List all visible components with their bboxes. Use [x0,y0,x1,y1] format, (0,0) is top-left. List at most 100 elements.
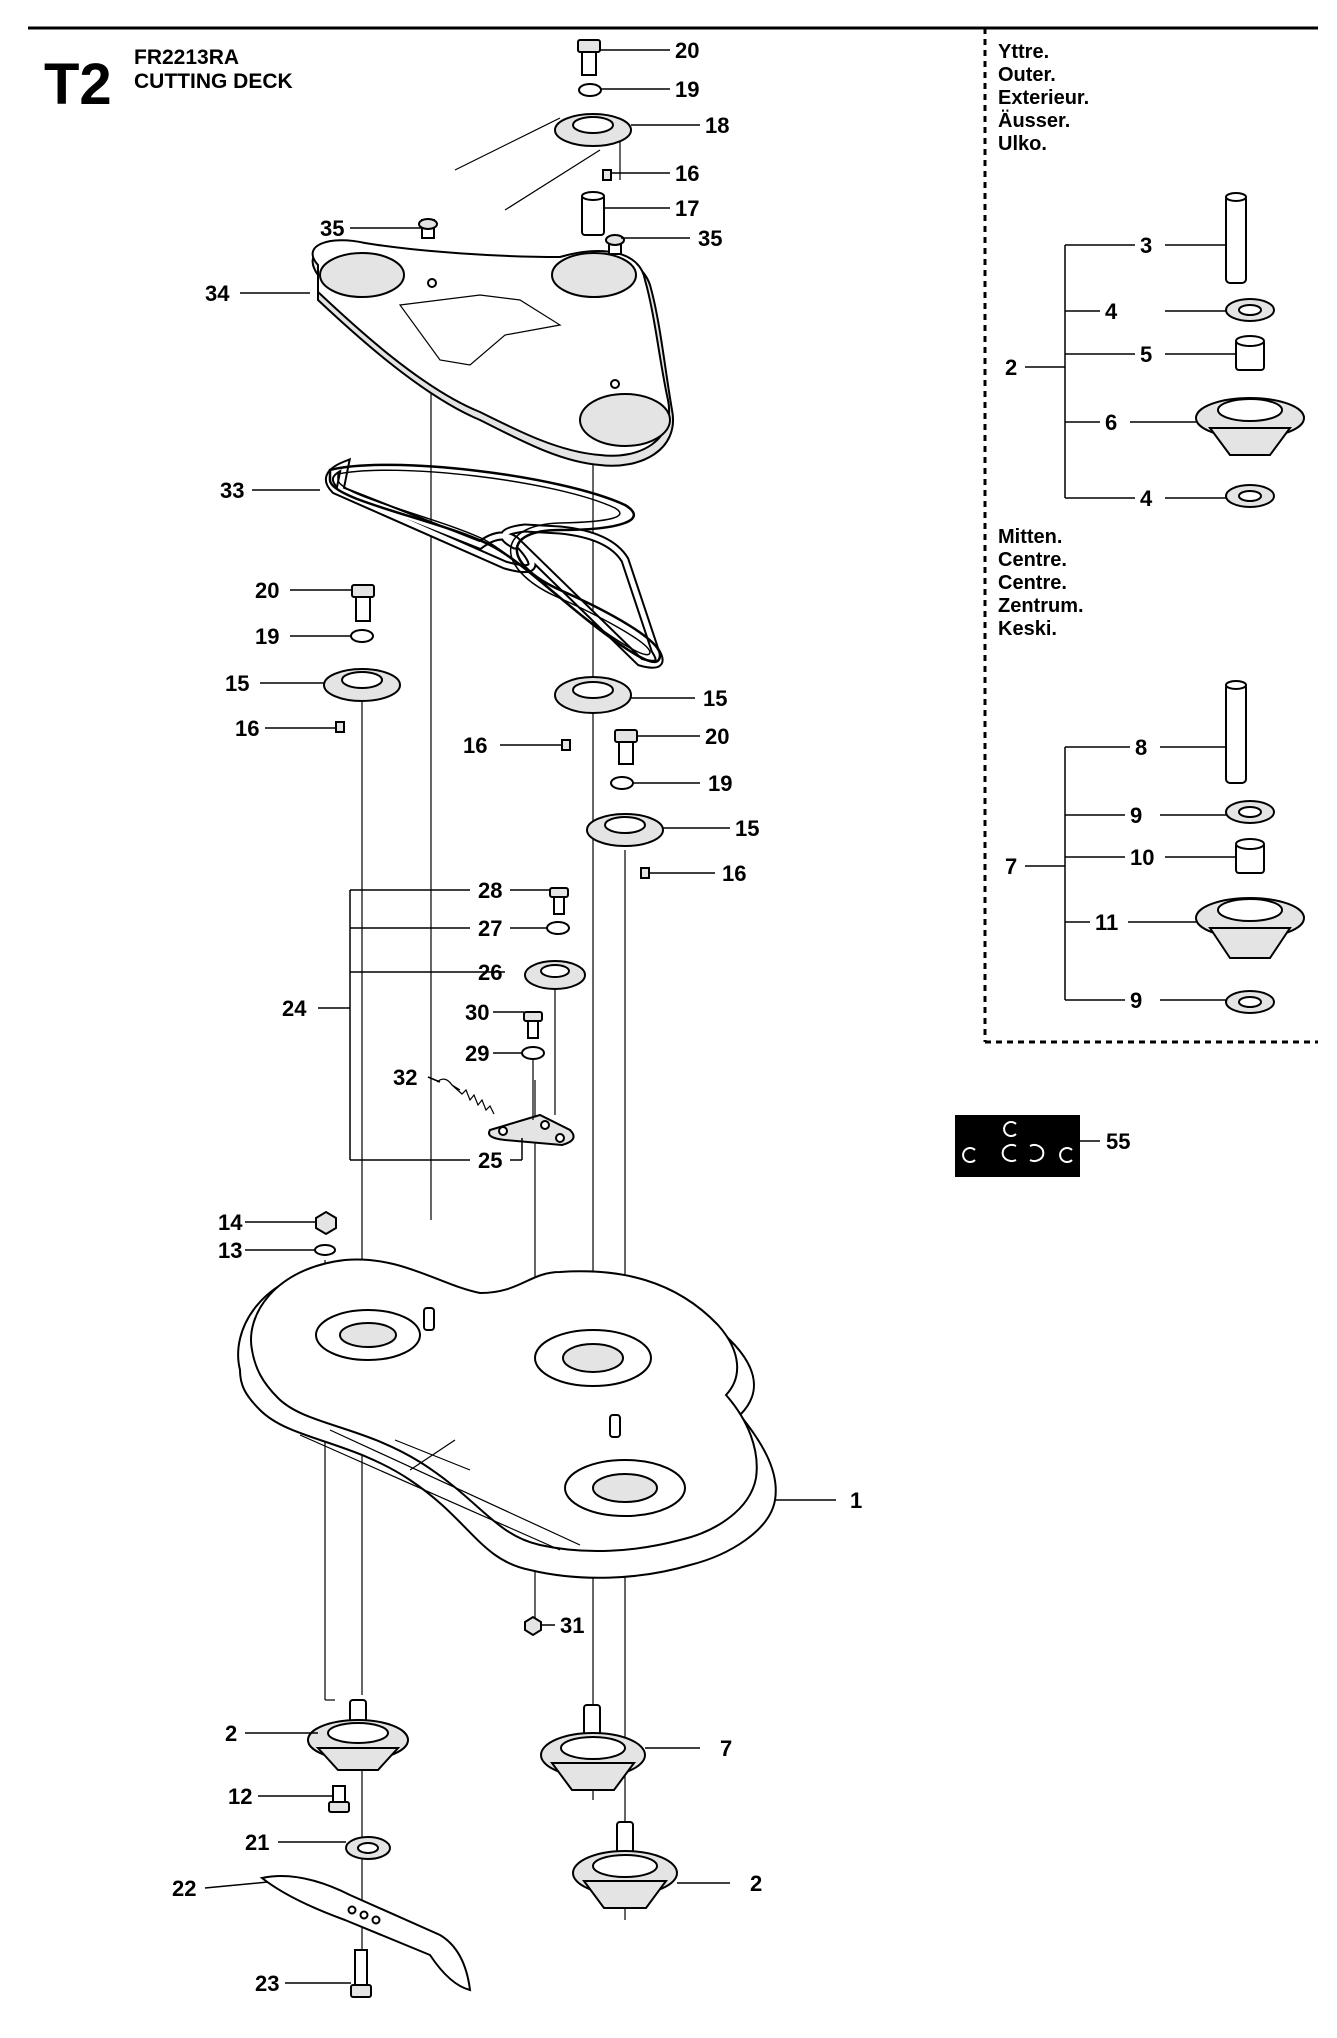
key [602,169,612,181]
outer-bracket [1025,244,1236,499]
page-title: CUTTING DECK [134,70,293,93]
callout-16: 16 [235,716,259,741]
callout-13: 13 [218,1238,242,1263]
legend-centre: Mitten. Centre. Centre. Zentrum. Keski. [998,526,1084,640]
washer [314,1244,336,1256]
callout-30: 30 [465,1000,489,1025]
callout-20: 20 [705,724,729,749]
lower-centre-spindle [540,1704,646,1791]
pulley-dome-center [551,252,637,298]
callout-22: 22 [172,1876,196,1901]
callout-4: 4 [1140,486,1153,511]
legend-outer: Yttre. Outer. Exterieur. Äusser. Ulko. [998,41,1089,155]
callout-15: 15 [225,671,249,696]
callout-7: 7 [720,1736,732,1761]
leader-lines [204,49,1100,1984]
callout-23: 23 [255,1971,279,1996]
svg-text:Yttre.: Yttre. [998,41,1049,63]
svg-text:Zentrum.: Zentrum. [998,595,1084,617]
callout-17: 17 [675,196,699,221]
callout-15: 15 [703,686,727,711]
spindle-shaft [1225,194,1247,284]
cutting-deck [237,1258,777,1579]
callout-2: 2 [1005,355,1017,380]
callout-28: 28 [478,878,502,903]
decal [955,1115,1080,1177]
key [640,867,650,879]
blade [259,1875,472,1992]
centre-bracket [1025,746,1236,1001]
model-number: FR2213RA [134,46,239,69]
centre-spindle-assembly [1195,680,1305,1014]
callout-9: 9 [1130,803,1142,828]
callout-6: 6 [1105,410,1117,435]
callout-14: 14 [218,1210,243,1235]
washer [521,1046,545,1060]
callout-16: 16 [722,861,746,886]
callout-19: 19 [675,77,699,102]
idler-arm [488,1113,575,1147]
callout-4: 4 [1105,299,1118,324]
callout-15: 15 [735,816,759,841]
callout-12: 12 [228,1784,252,1809]
bolt [354,1949,368,1989]
pulley-dome-right [579,393,671,447]
callout-34: 34 [205,281,230,306]
lower-right-spindle [572,1821,678,1909]
drive-belt [324,457,664,669]
spring [436,1078,495,1115]
inset-panel: Yttre. Outer. Exterieur. Äusser. Ulko. M… [983,28,1318,1044]
callout-20: 20 [255,578,279,603]
washer [610,776,634,790]
nut-31 [524,1615,542,1637]
lower-left-spindle [307,1699,409,1860]
idler-assembly [436,887,586,1147]
callout-7: 7 [1005,854,1017,879]
callout-35: 35 [320,216,344,241]
nut [315,1210,337,1236]
callout-24: 24 [282,996,307,1021]
svg-text:Mitten.: Mitten. [998,526,1062,548]
right-pulley-stack [586,729,664,879]
callout-19: 19 [708,771,732,796]
svg-text:Outer.: Outer. [998,64,1056,86]
washer [546,921,570,935]
deck-spring [609,1414,621,1438]
svg-text:Äusser.: Äusser. [998,109,1070,132]
callout-2: 2 [750,1871,762,1896]
callout-3: 3 [1140,233,1152,258]
svg-text:Centre.: Centre. [998,549,1067,571]
spindle-shaft [1225,682,1247,784]
header: T2 FR2213RA CUTTING DECK [28,26,1318,117]
callout-25: 25 [478,1148,502,1173]
deck-spring [423,1307,435,1331]
svg-text:Centre.: Centre. [998,572,1067,594]
callout-32: 32 [393,1065,417,1090]
centre-pulley [554,676,632,751]
callout-29: 29 [465,1041,489,1066]
callout-20: 20 [675,38,699,63]
key [335,721,345,733]
callout-21: 21 [245,1830,269,1855]
callout-33: 33 [220,478,244,503]
callout-9: 9 [1130,988,1142,1013]
svg-text:Keski.: Keski. [998,618,1057,640]
callouts: 20 19 18 16 17 35 35 34 33 20 19 15 16 1… [172,38,1154,1996]
washer [578,83,602,97]
callout-26: 26 [478,960,502,985]
callout-27: 27 [478,916,502,941]
blade-bolt-23 [350,1949,372,1998]
key [561,739,571,751]
callout-10: 10 [1130,845,1154,870]
callout-8: 8 [1135,735,1147,760]
decal-label [955,1115,1080,1177]
top-pulley-stack [418,39,632,255]
callout-35: 35 [698,226,722,251]
callout-1: 1 [850,1488,862,1513]
callout-19: 19 [255,624,279,649]
callout-31: 31 [560,1613,584,1638]
outer-spindle-assembly [1195,192,1305,508]
callout-11: 11 [1095,910,1118,935]
callout-16: 16 [675,161,699,186]
